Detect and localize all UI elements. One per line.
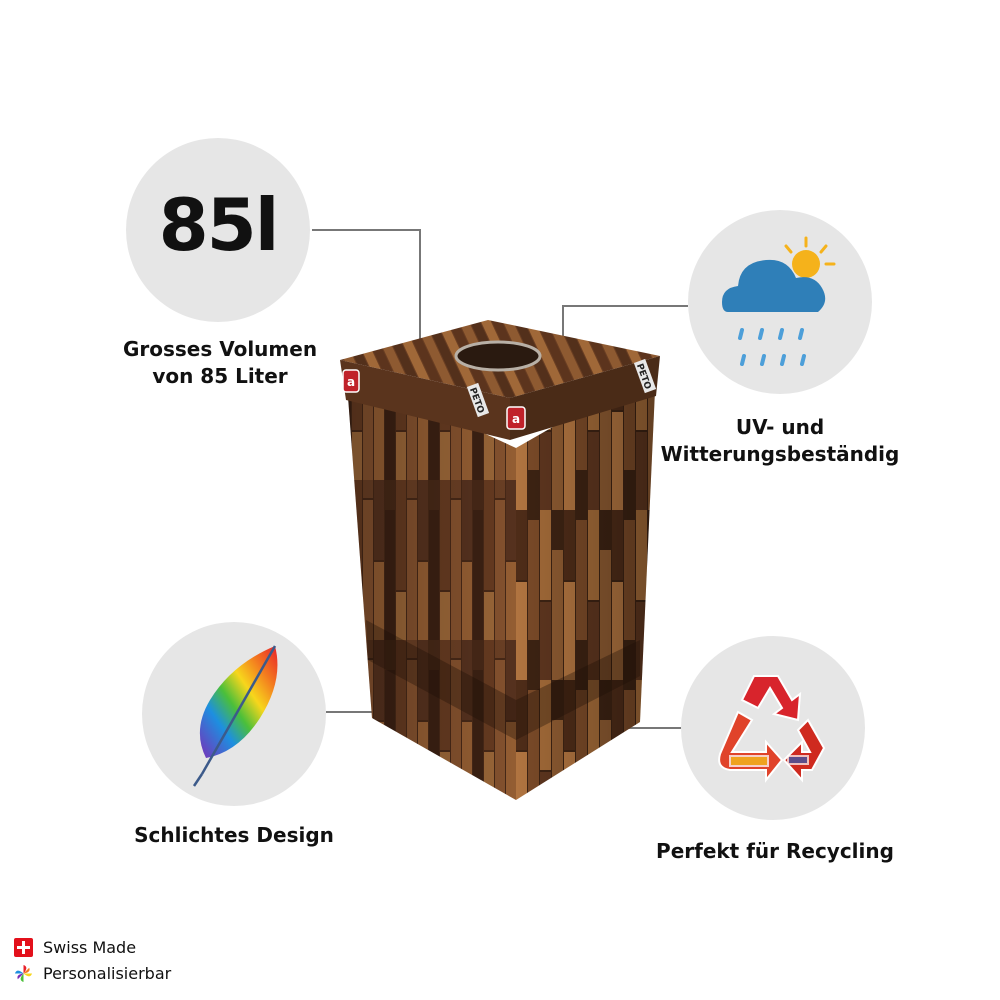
volume-circle: [126, 138, 310, 322]
personalizable-text: Personalisierbar: [43, 963, 172, 983]
logo-badge-right: [506, 406, 526, 430]
rainbow-feather-icon: [192, 645, 278, 787]
volume-label-line1: Grosses Volumen: [122, 337, 318, 361]
swiss-flag-icon: [14, 937, 33, 957]
volume-value: 85l: [158, 183, 280, 267]
weather-label: UV- und Witterungsbeständig: [640, 414, 920, 468]
recycling-circle: [681, 636, 865, 820]
weather-label-line1: UV- und: [735, 415, 825, 439]
logo-badge-left: [342, 369, 360, 393]
personalizable-badge: Personalisierbar: [14, 962, 171, 984]
recycling-label: Perfekt für Recycling: [656, 839, 894, 863]
recycling-arrows-icon: [718, 675, 826, 783]
bin-lid-rim-left: [340, 360, 510, 440]
design-label: Schlichtes Design: [134, 823, 334, 847]
peto-tag-front: [466, 382, 490, 418]
peto-tag-side: [633, 358, 657, 394]
weather-label-line2: Witterungsbeständig: [660, 442, 900, 466]
bin-opening: [454, 340, 542, 372]
cloud-rain-sun-icon: [722, 236, 836, 366]
logo-mark-left: a: [347, 375, 355, 389]
volume-label-line2: von 85 Liter: [152, 364, 288, 388]
logo-mark-right: a: [512, 412, 520, 426]
volume-label: Grosses Volumen von 85 Liter: [100, 336, 340, 390]
pinwheel-icon: [14, 964, 33, 982]
bin-lid-rim-right: [510, 356, 660, 440]
volume-connector: [312, 229, 421, 350]
swiss-made-badge: Swiss Made: [14, 936, 136, 958]
swiss-made-text: Swiss Made: [43, 937, 137, 957]
